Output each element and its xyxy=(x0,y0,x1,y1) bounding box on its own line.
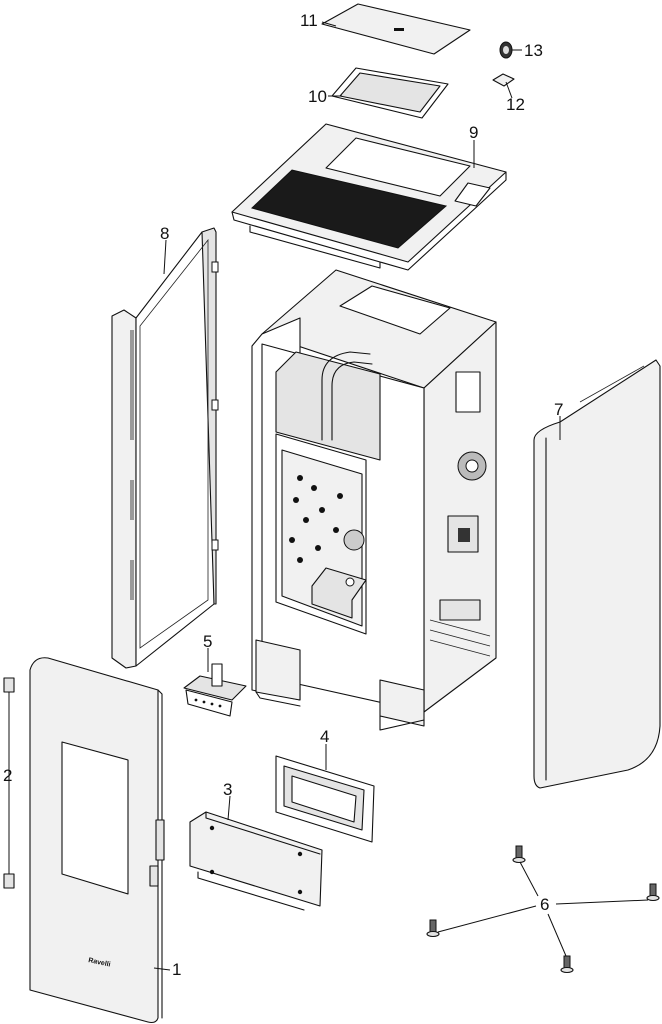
callout-labels: 1 2 3 4 5 6 7 8 9 10 11 12 13 xyxy=(3,11,563,979)
callout-6: 6 xyxy=(540,895,549,914)
part-12-clip xyxy=(492,73,515,87)
part-1-front-door: Ravelli xyxy=(29,657,165,1024)
callout-11: 11 xyxy=(300,11,318,30)
callout-10: 10 xyxy=(308,87,327,106)
part-2-hinges xyxy=(3,677,15,889)
callout-12: 12 xyxy=(506,95,525,114)
part-13-knob xyxy=(499,41,513,59)
callout-1: 1 xyxy=(172,960,181,979)
callout-13: 13 xyxy=(524,41,543,60)
part-10-gasket-frame xyxy=(331,67,449,119)
foot-left xyxy=(426,919,440,938)
callout-9: 9 xyxy=(469,123,478,142)
leader-lines xyxy=(153,21,561,971)
part-6-adjustable-feet xyxy=(426,845,660,974)
callout-4: 4 xyxy=(320,727,329,746)
part-9-top-panel xyxy=(231,123,507,271)
callout-8: 8 xyxy=(160,224,169,243)
door-logo: Ravelli xyxy=(88,957,112,969)
part-5-ash-tray xyxy=(183,663,247,717)
foot-right xyxy=(646,883,660,902)
part-8-left-side-panel xyxy=(111,227,219,669)
callout-3: 3 xyxy=(223,780,232,799)
stove-body-frame xyxy=(251,269,497,731)
part-11-top-cover-plate xyxy=(321,3,471,55)
part-4-door-frame-gasket xyxy=(275,755,375,843)
foot-bottom xyxy=(560,955,574,974)
callout-2: 2 xyxy=(3,766,12,785)
foot-top-left xyxy=(512,845,526,864)
callout-5: 5 xyxy=(203,632,212,651)
part-7-right-side-panel xyxy=(533,359,661,789)
callout-7: 7 xyxy=(554,400,563,419)
part-3-lower-plate xyxy=(189,811,323,911)
